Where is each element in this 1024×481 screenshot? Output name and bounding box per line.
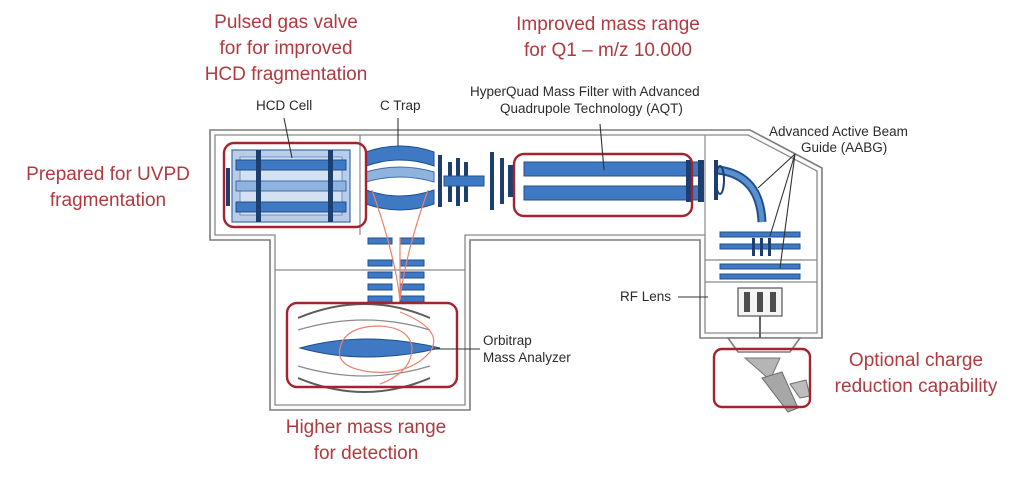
pulsed-gas-callout: Pulsed gas valve for for improved HCD fr… <box>205 12 368 85</box>
ion-trajectory <box>338 189 435 385</box>
c-trap-label: C Trap <box>380 98 421 113</box>
hcd-cell <box>226 149 351 223</box>
rf-lens <box>737 287 783 338</box>
charge-reduction-source <box>743 357 811 413</box>
charge-reduction-callout: Optional charge reduction capability <box>835 350 998 397</box>
active-beam-guide <box>714 160 801 280</box>
hyperquad-label-line2: Quadrupole Technology (AQT) <box>500 101 683 116</box>
charge-reduction-line1: Optional charge <box>849 350 983 371</box>
hcd-highlight-box <box>222 141 368 229</box>
leader-lines <box>283 117 796 350</box>
orbitrap-highlight-box <box>285 301 459 389</box>
mass-range-q1-callout: Improved mass range for Q1 – m/z 10.000 <box>516 14 700 61</box>
pulsed-gas-line1: Pulsed gas valve <box>214 12 358 33</box>
orbitrap-label-line2: Mass Analyzer <box>483 350 571 365</box>
mass-range-q1-line1: Improved mass range <box>516 14 700 35</box>
rf-lens-label: RF Lens <box>620 289 671 304</box>
hyperquad-mass-filter <box>508 160 704 202</box>
detection-line1: Higher mass range <box>286 417 447 438</box>
uvpd-line1: Prepared for UVPD <box>26 164 190 185</box>
charge-reduction-highlight-box <box>712 347 812 409</box>
hcd-cell-label: HCD Cell <box>256 98 312 113</box>
orbitrap <box>297 303 441 393</box>
pulsed-gas-line3: HCD fragmentation <box>205 64 368 85</box>
uvpd-callout: Prepared for UVPD fragmentation <box>26 164 190 211</box>
aabg-label-line1: Advanced Active Beam <box>769 124 908 139</box>
transfer-lenses <box>443 152 504 210</box>
uvpd-line2: fragmentation <box>50 190 166 211</box>
c-trap <box>365 145 442 211</box>
mass-range-q1-line2: for Q1 – m/z 10.000 <box>524 40 692 61</box>
orbitrap-label-line1: Orbitrap <box>483 333 532 348</box>
detection-callout: Higher mass range for detection <box>286 417 447 464</box>
orbitrap-transfer-optics <box>367 237 425 303</box>
detection-line2: for detection <box>314 443 419 464</box>
pulsed-gas-line2: for for improved <box>219 38 352 59</box>
hyperquad-label-line1: HyperQuad Mass Filter with Advanced <box>470 84 700 99</box>
aabg-label-line2: Guide (AABG) <box>801 140 887 155</box>
charge-reduction-line2: reduction capability <box>835 376 998 397</box>
